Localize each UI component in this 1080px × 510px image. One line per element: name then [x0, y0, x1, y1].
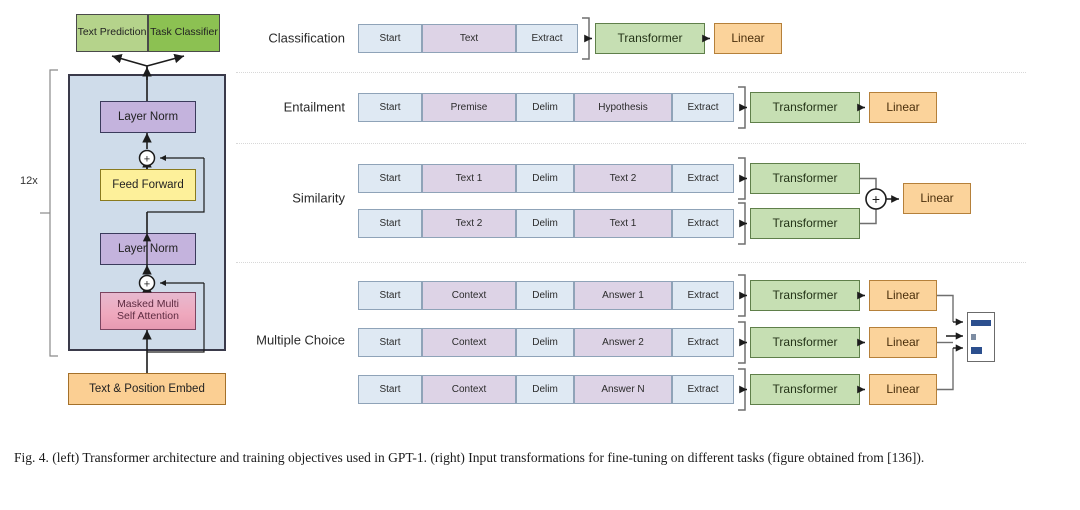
score-bar-3 [971, 347, 982, 354]
token-start: Start [358, 24, 422, 53]
token-answer: Answer 1 [574, 281, 672, 310]
feed-forward-label: Feed Forward [112, 178, 184, 191]
transformer-block: Transformer [750, 92, 860, 123]
task-label-similarity: Similarity [292, 190, 345, 206]
separator-2 [236, 143, 1026, 144]
token-text1: Text 1 [422, 164, 516, 193]
transformer-block: Transformer [750, 208, 860, 239]
token-extract: Extract [672, 328, 734, 357]
layer-norm-upper-label: Layer Norm [117, 110, 179, 123]
token-extract: Extract [672, 209, 734, 238]
token-text: Text [422, 24, 516, 53]
feed-forward-block: Feed Forward [100, 169, 196, 201]
repeat-count-label: 12x [20, 175, 38, 187]
token-delim: Delim [516, 93, 574, 122]
token-text1: Text 1 [574, 209, 672, 238]
token-start: Start [358, 375, 422, 404]
token-delim: Delim [516, 281, 574, 310]
text-prediction-label: Text Prediction [77, 26, 147, 39]
token-extract: Extract [672, 281, 734, 310]
text-position-embed-label: Text & Position Embed [89, 382, 205, 395]
linear-block: Linear [869, 280, 937, 311]
task-label-entailment: Entailment [283, 99, 345, 115]
score-bar-1 [971, 320, 991, 326]
task-classifier-head: Task Classifier [148, 14, 220, 52]
token-delim: Delim [516, 328, 574, 357]
linear-block: Linear [869, 374, 937, 405]
figure-caption: Fig. 4. (left) Transformer architecture … [14, 450, 925, 465]
task-classifier-label: Task Classifier [150, 26, 218, 39]
linear-block: Linear [714, 23, 782, 54]
token-answer: Answer 2 [574, 328, 672, 357]
score-bars-output [967, 312, 995, 362]
token-text2: Text 2 [574, 164, 672, 193]
transformer-block: Transformer [750, 327, 860, 358]
transformer-block: Transformer [595, 23, 705, 54]
score-bar-2 [971, 334, 976, 340]
token-start: Start [358, 164, 422, 193]
token-start: Start [358, 93, 422, 122]
text-position-embed-block: Text & Position Embed [68, 373, 226, 405]
text-prediction-head: Text Prediction [76, 14, 148, 52]
token-hypothesis: Hypothesis [574, 93, 672, 122]
token-start: Start [358, 209, 422, 238]
token-extract: Extract [672, 93, 734, 122]
token-premise: Premise [422, 93, 516, 122]
token-context: Context [422, 328, 516, 357]
token-delim: Delim [516, 375, 574, 404]
svg-text:+: + [872, 191, 880, 207]
masked-attention-label: Masked Multi Self Attention [117, 298, 179, 323]
token-context: Context [422, 281, 516, 310]
token-extract: Extract [516, 24, 578, 53]
layer-norm-lower-label: Layer Norm [117, 242, 179, 255]
masked-attention-line1: Masked Multi [117, 298, 179, 311]
separator-3 [236, 262, 1026, 263]
layer-norm-upper: Layer Norm [100, 101, 196, 133]
separator-1 [236, 72, 1026, 73]
token-text2: Text 2 [422, 209, 516, 238]
token-delim: Delim [516, 209, 574, 238]
token-extract: Extract [672, 375, 734, 404]
transformer-block: Transformer [750, 374, 860, 405]
masked-attention-line2: Self Attention [117, 310, 179, 322]
linear-block: Linear [869, 327, 937, 358]
transformer-block: Transformer [750, 280, 860, 311]
linear-block: Linear [903, 183, 971, 214]
token-delim: Delim [516, 164, 574, 193]
token-start: Start [358, 281, 422, 310]
transformer-block: Transformer [750, 163, 860, 194]
masked-multi-self-attention-block: Masked Multi Self Attention [100, 292, 196, 330]
token-start: Start [358, 328, 422, 357]
layer-norm-lower: Layer Norm [100, 233, 196, 265]
task-label-classification: Classification [268, 30, 345, 46]
token-context: Context [422, 375, 516, 404]
token-extract: Extract [672, 164, 734, 193]
linear-block: Linear [869, 92, 937, 123]
token-answer: Answer N [574, 375, 672, 404]
task-label-multiple-choice: Multiple Choice [256, 332, 345, 348]
